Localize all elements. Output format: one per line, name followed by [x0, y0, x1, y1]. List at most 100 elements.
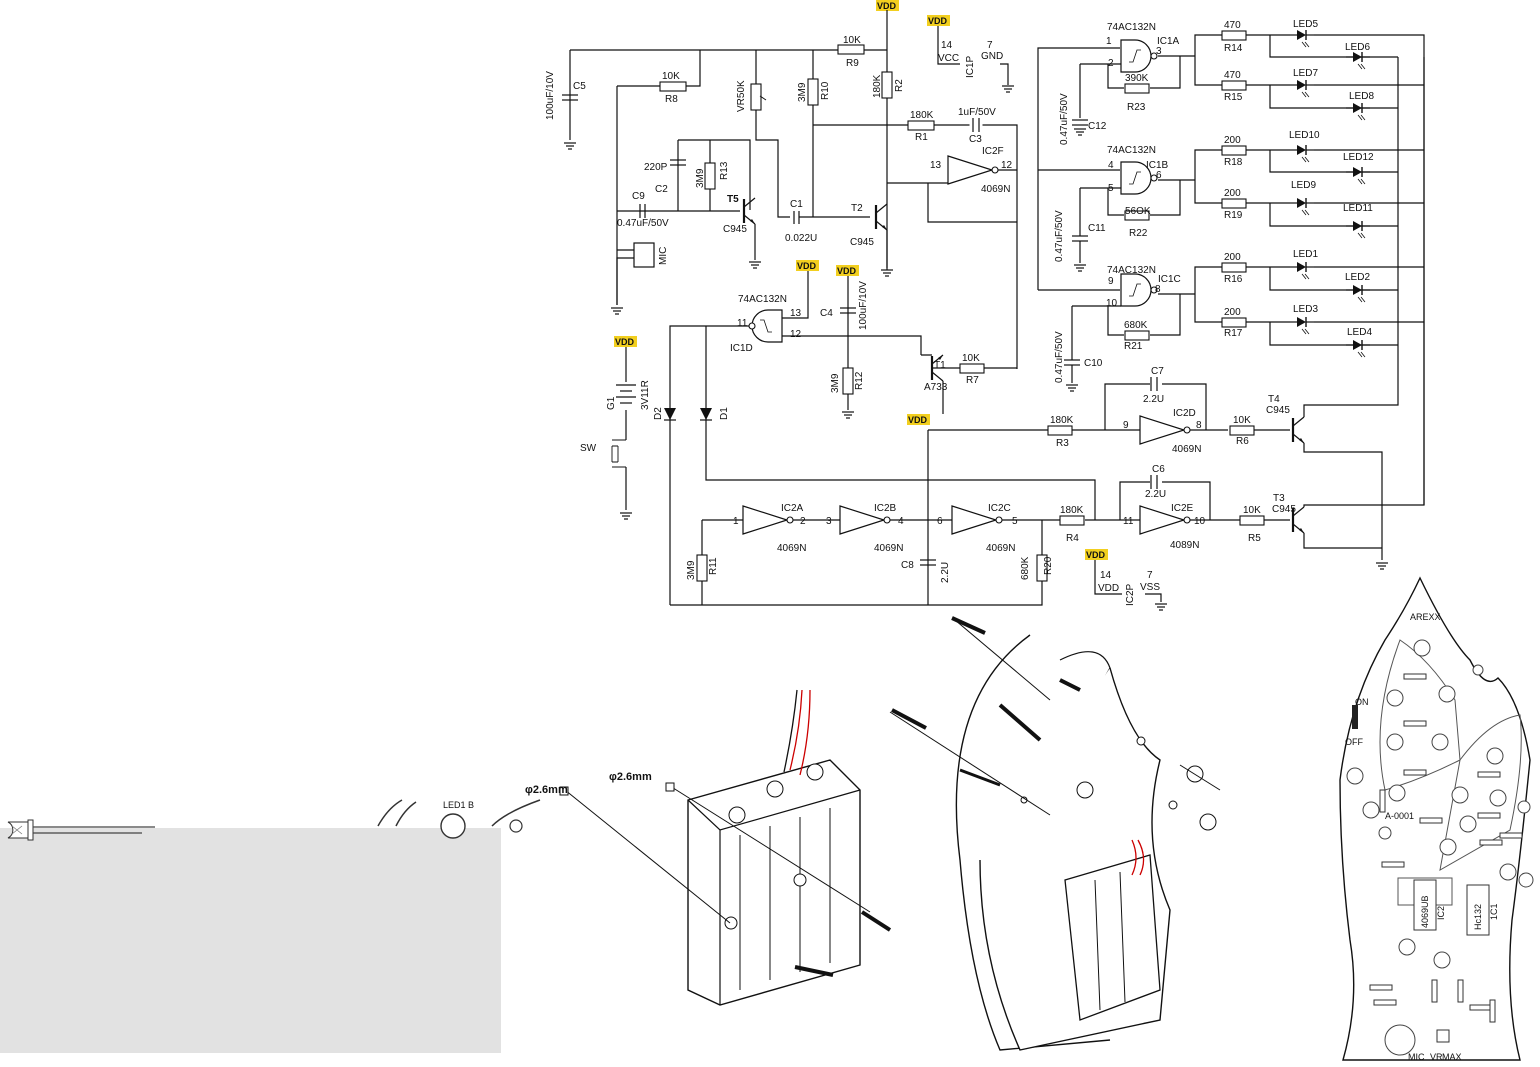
ic2d-pin9: 9 — [1123, 420, 1129, 431]
vdd-t1-label: VDD — [908, 415, 928, 425]
ic2p-pin7: 7 — [1147, 570, 1153, 581]
pcb-code: A-0001 — [1385, 811, 1414, 821]
r1-label: R1 — [915, 132, 928, 143]
t1-label: T1 — [934, 360, 946, 371]
c4-value: 100uF/10V — [858, 281, 869, 330]
led2-label: LED2 — [1345, 272, 1370, 283]
r23-value: 390K — [1125, 73, 1149, 84]
r7-label: R7 — [966, 375, 979, 386]
pcb-chip1: 4069UB — [1420, 895, 1430, 928]
ic2d-pin8: 8 — [1196, 420, 1202, 431]
c1-label: C1 — [790, 199, 803, 210]
ic1p-vcc: VCC — [938, 53, 959, 64]
r3-value: 180K — [1050, 415, 1074, 426]
c4-label: C4 — [820, 308, 833, 319]
ic2f-pin12: 12 — [1001, 160, 1013, 171]
ic2b-pin3: 3 — [826, 516, 832, 527]
ic1a-pin3: 3 — [1156, 46, 1162, 57]
ic1c-part: 74AC132N — [1107, 265, 1156, 276]
r11-label: R11 — [708, 557, 719, 575]
r8-label: R8 — [665, 94, 678, 105]
r15-label: R15 — [1224, 92, 1243, 103]
c6-value: 2.2U — [1145, 489, 1166, 500]
ic2c-part: 4069N — [986, 543, 1015, 554]
ic2a-pin1: 1 — [733, 516, 739, 527]
ic1d-pin13: 13 — [790, 308, 802, 319]
t5-label: T5 — [727, 194, 739, 205]
pcb-on: ON — [1355, 697, 1369, 707]
input-stage-wiring: C5 100uF/10V 10K R9 10K R8 VR50K 3M9 R10… — [545, 10, 1018, 369]
gray-blank-panel — [0, 828, 501, 1053]
ic1d-pin11: 11 — [737, 318, 748, 329]
ic2b-part: 4069N — [874, 543, 903, 554]
ic2p-vss: VSS — [1140, 582, 1160, 593]
c8-value: 2.2U — [940, 562, 951, 583]
led11-label: LED11 — [1343, 203, 1373, 214]
battery-holder-assembly: φ2.6mm φ2.6mm — [525, 689, 892, 1006]
ic1p-pin14: 14 — [941, 40, 953, 51]
pcb-mic-mark: MIC — [1408, 1052, 1425, 1062]
led-callout-label: LED1 B — [443, 800, 474, 810]
ic1c-pin8: 8 — [1155, 284, 1161, 295]
r14-label: R14 — [1224, 43, 1243, 54]
t1-type: A733 — [924, 382, 948, 393]
led12-label: LED12 — [1343, 152, 1374, 163]
ic1a-part: 74AC132N — [1107, 22, 1156, 33]
ic2d-label: IC2D — [1173, 408, 1196, 419]
vdd-battery-label: VDD — [615, 337, 635, 347]
ic2f-part: 4069N — [981, 184, 1010, 195]
ic2f-label: IC2F — [982, 146, 1004, 157]
pcb-chip2-ref: 1C1 — [1489, 903, 1499, 920]
t2-label: T2 — [851, 203, 863, 214]
ic1d-part: 74AC132N — [738, 294, 787, 305]
c10-value: 0.47uF/50V — [1054, 331, 1065, 383]
ic1b-pin4: 4 — [1108, 160, 1114, 171]
r15-value: 470 — [1224, 70, 1241, 81]
c2-value: 220P — [644, 162, 668, 173]
r13-value: 3M9 — [695, 168, 706, 188]
c3-value: 1uF/50V — [958, 107, 996, 118]
ic1a-label: IC1A — [1157, 36, 1180, 47]
ic1d-pin12: 12 — [790, 329, 802, 340]
r21-label: R21 — [1124, 341, 1143, 352]
ic1p-label: IC1P — [965, 55, 976, 78]
r7-value: 10K — [962, 353, 980, 364]
ic2p-label: IC2P — [1125, 583, 1136, 606]
ic1b-label: IC1B — [1146, 160, 1169, 171]
pcb-max-mark: MAX — [1442, 1052, 1462, 1062]
ic2b-pin4: 4 — [898, 516, 904, 527]
c2-label: C2 — [655, 184, 668, 195]
led-resistors: 470 R14 470 R15 200 R18 200 R19 200 R16 … — [1221, 20, 1247, 339]
ic1c-label: IC1C — [1158, 274, 1181, 285]
battery-section: VDD G1 3V11R SW — [580, 336, 651, 520]
t4-label: T4 — [1268, 394, 1280, 405]
r16-value: 200 — [1224, 252, 1241, 263]
r17-value: 200 — [1224, 307, 1241, 318]
r20-label: R20 — [1043, 556, 1054, 575]
vdd-top-label: VDD — [877, 1, 897, 11]
ic1b-pin5: 5 — [1108, 183, 1114, 194]
tree-stand-assembly — [889, 616, 1221, 1051]
ic1b-part: 74AC132N — [1107, 145, 1156, 156]
r2-value: 180K — [872, 74, 883, 98]
r9-value: 10K — [843, 35, 861, 46]
ic1b-pin6: 6 — [1156, 170, 1162, 181]
c7-label: C7 — [1151, 366, 1164, 377]
d1-label: D1 — [719, 407, 730, 420]
r4-value: 180K — [1060, 505, 1084, 516]
r1-value: 180K — [910, 110, 934, 121]
ic2e-pin11: 11 — [1123, 516, 1134, 527]
r19-label: R19 — [1224, 210, 1243, 221]
c12-value: 0.47uF/50V — [1059, 93, 1070, 145]
led4-label: LED4 — [1347, 327, 1372, 338]
battery-value: 3V11R — [640, 380, 651, 410]
d2-label: D2 — [653, 407, 664, 420]
r21-value: 680K — [1124, 320, 1148, 331]
pcb-chip1-ref: IC2 — [1436, 906, 1446, 920]
hole-size-2: φ2.6mm — [609, 771, 652, 783]
vdd-ic2p-label: VDD — [1086, 550, 1106, 560]
t4-type: C945 — [1266, 405, 1290, 416]
led1-label: LED1 — [1293, 249, 1318, 260]
ic2p-pin14: 14 — [1100, 570, 1112, 581]
